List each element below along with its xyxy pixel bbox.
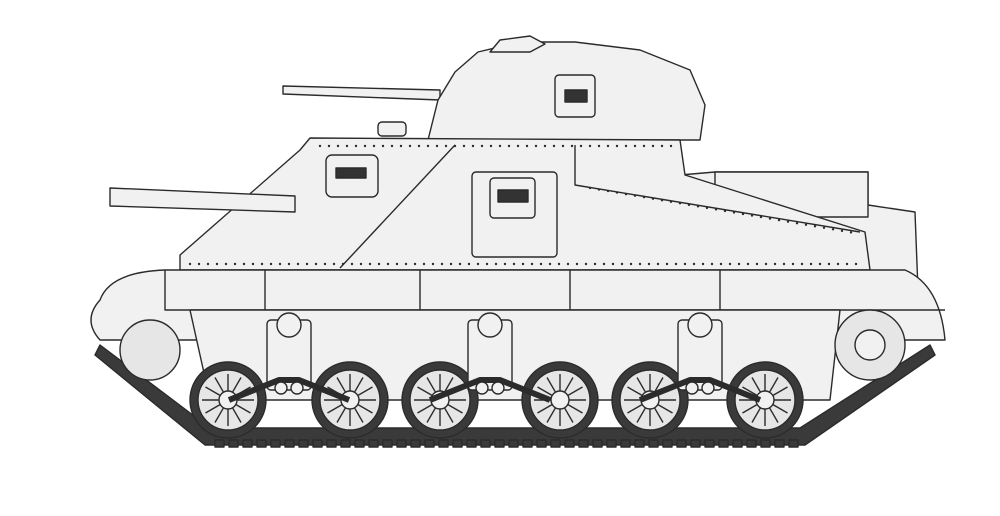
hull-cap: [377, 121, 407, 137]
road-wheel: [726, 361, 804, 439]
track-link: [522, 439, 533, 448]
track-link: [214, 439, 225, 448]
track-link: [382, 439, 393, 448]
track-link: [690, 439, 701, 448]
track-link: [746, 439, 757, 448]
turret-gun-barrel: [282, 85, 441, 101]
track-link: [242, 439, 253, 448]
track-link: [760, 439, 771, 448]
track-link: [326, 439, 337, 448]
track-link: [438, 439, 449, 448]
track-link: [732, 439, 743, 448]
road-wheel: [189, 361, 267, 439]
track-link: [228, 439, 239, 448]
sponson-gun-barrel: [109, 187, 296, 213]
track-link: [452, 439, 463, 448]
drive-sprocket: [119, 319, 181, 381]
track-link: [536, 439, 547, 448]
track-link: [256, 439, 267, 448]
bogie-assembly: [227, 312, 351, 403]
track-link: [564, 439, 575, 448]
track-link: [634, 439, 645, 448]
track-link: [788, 439, 799, 448]
track-link: [494, 439, 505, 448]
track-teeth: [214, 439, 799, 448]
track-link: [368, 439, 379, 448]
bogie-assembly: [638, 312, 762, 403]
road-wheel: [311, 361, 389, 439]
track: [94, 344, 936, 446]
bogie-assembly: [428, 312, 552, 403]
track-link: [578, 439, 589, 448]
track-link: [648, 439, 659, 448]
track-link: [718, 439, 729, 448]
track-link: [424, 439, 435, 448]
track-link: [396, 439, 407, 448]
track-link: [312, 439, 323, 448]
track-link: [354, 439, 365, 448]
rivet-rows: [188, 144, 858, 266]
road-wheel: [521, 361, 599, 439]
road-wheel: [611, 361, 689, 439]
track-link: [410, 439, 421, 448]
track-link: [620, 439, 631, 448]
track-link: [774, 439, 785, 448]
track-link: [284, 439, 295, 448]
track-link: [676, 439, 687, 448]
track-link: [550, 439, 561, 448]
track-link: [662, 439, 673, 448]
track-link: [480, 439, 491, 448]
track-link: [606, 439, 617, 448]
turret-cupola: [489, 35, 546, 53]
track-link: [298, 439, 309, 448]
sponson-line: [339, 144, 861, 269]
track-link: [466, 439, 477, 448]
track-link: [270, 439, 281, 448]
track-link: [704, 439, 715, 448]
road-wheel: [401, 361, 479, 439]
track-link: [340, 439, 351, 448]
track-link: [508, 439, 519, 448]
track-link: [592, 439, 603, 448]
